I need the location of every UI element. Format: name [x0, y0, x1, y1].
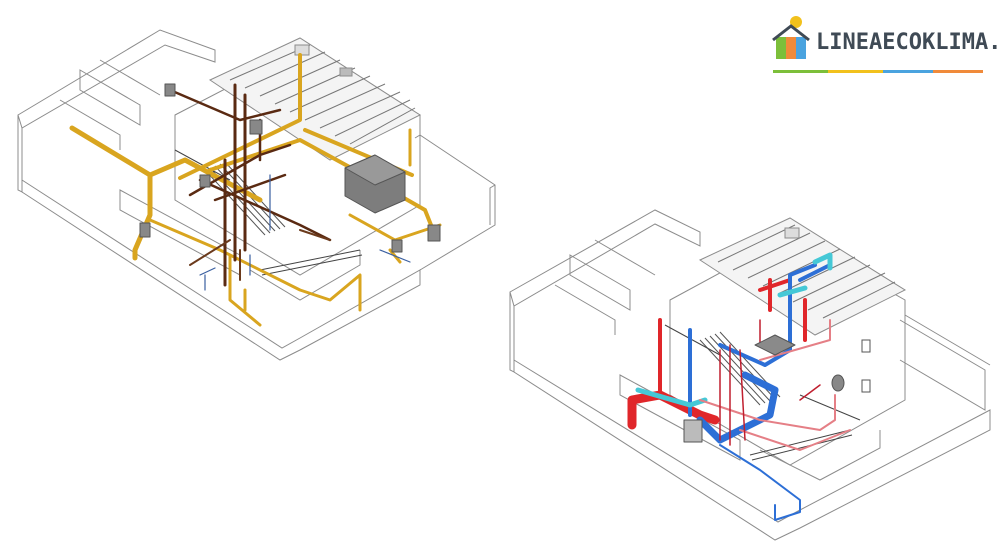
blue-water-line	[199, 174, 411, 291]
left-back-walls	[59, 59, 161, 150]
left-ground-wall	[21, 179, 421, 361]
blue-main-duct	[696, 371, 779, 444]
gray-box-right-a	[683, 419, 703, 443]
gray-box-c	[139, 222, 151, 238]
red-duct-riser	[658, 278, 807, 397]
gray-box-f	[391, 239, 403, 253]
right-ground-wall	[513, 359, 991, 541]
logo-sun-icon	[790, 16, 802, 28]
right-window-b	[861, 379, 871, 393]
left-roof-window	[294, 44, 310, 56]
yellow-pipe-lower	[148, 218, 362, 327]
right-duct-network	[627, 252, 851, 521]
logo-stripe-blue	[883, 70, 933, 73]
brown-pipe-lower	[189, 229, 331, 281]
gray-box-a	[164, 83, 176, 97]
logo-stripe-yellow	[828, 70, 883, 73]
brand-logo	[772, 16, 983, 73]
right-outer-wall	[509, 209, 701, 373]
brown-pipe-network	[168, 88, 332, 242]
cyan-duct-roof	[777, 252, 833, 298]
right-railing	[664, 324, 861, 461]
right-roof-window	[784, 227, 800, 239]
gray-box-e	[199, 174, 211, 188]
right-window-a	[861, 339, 871, 353]
left-roof	[208, 37, 422, 161]
right-side-wall	[899, 314, 991, 411]
left-courtyard-walls	[119, 189, 361, 301]
left-roof-vent	[339, 67, 353, 77]
left-pipe-network	[69, 53, 442, 327]
logo-house-green	[776, 37, 786, 59]
right-roof	[698, 217, 907, 336]
right-back-walls	[554, 239, 656, 335]
pink-pipe-network	[699, 319, 851, 451]
red-thin-pipes	[719, 319, 821, 446]
left-right-wall	[414, 134, 496, 271]
right-roof-hatch	[717, 224, 896, 319]
gray-box-d	[427, 224, 441, 242]
gray-box-b	[249, 119, 263, 135]
brand-name: LINEAECOKLIMA.IT	[816, 30, 1000, 55]
blue-duct-lower	[719, 444, 801, 521]
gray-ahu-unit	[754, 334, 796, 356]
left-building-model	[17, 29, 496, 361]
logo-roof-icon	[772, 24, 810, 42]
brown-pipe-vertical-a	[223, 83, 247, 287]
blue-duct-riser	[688, 263, 832, 417]
logo-stripe-green	[773, 70, 828, 73]
logo-house-orange	[786, 37, 796, 59]
logo-stripe-orange	[933, 70, 983, 73]
left-outer-wall	[17, 29, 216, 193]
cyan-duct-left	[635, 387, 708, 408]
logo-house-blue	[796, 37, 806, 59]
gray-boiler-top	[344, 154, 406, 186]
gray-tank	[831, 374, 845, 392]
